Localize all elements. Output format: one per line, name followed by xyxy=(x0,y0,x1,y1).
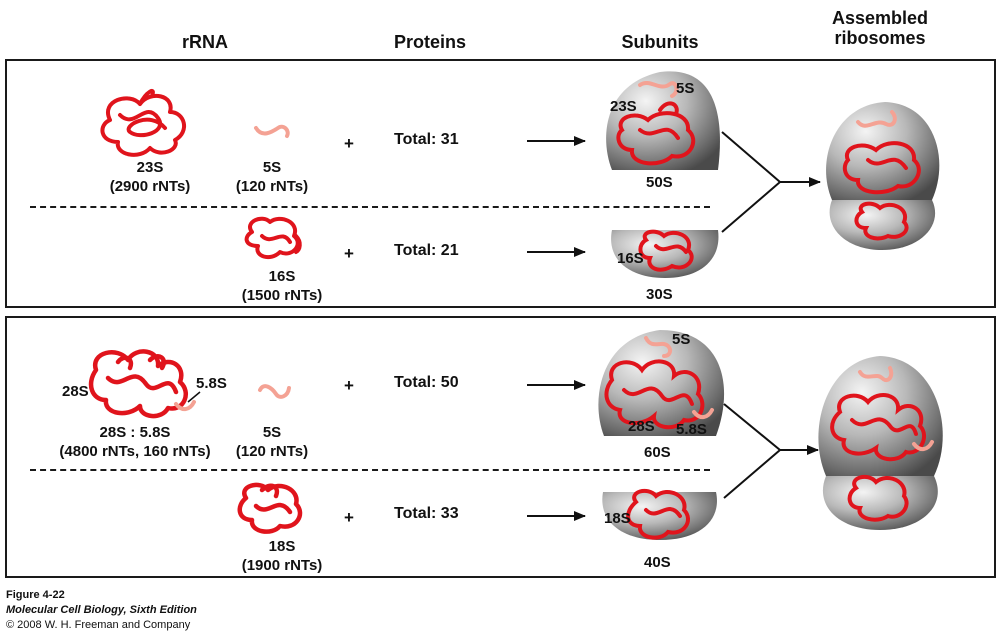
plus-sign: + xyxy=(344,244,354,263)
pointer-5-8s xyxy=(187,391,201,403)
in-subunit-label-5s-euk: 5S xyxy=(672,331,691,348)
subunit-40s xyxy=(602,488,717,540)
assembled-ribosome-eukaryote xyxy=(818,356,943,530)
in-subunit-label-28s: 28S xyxy=(628,418,655,435)
rrna-5-8s-inline-label: 5.8S xyxy=(196,375,227,392)
rrna-5s-size: (120 rNTs) xyxy=(235,178,309,195)
assembled-ribosome-prokaryote xyxy=(826,102,940,250)
book-title: Molecular Cell Biology, Sixth Edition xyxy=(6,604,197,616)
rrna-16s-squiggle xyxy=(244,216,302,260)
subunit-60s-label: 60S xyxy=(644,444,671,461)
rrna-28s-squiggle xyxy=(88,349,188,419)
header-subunits: Subunits xyxy=(621,32,699,52)
subunit-30s-label: 30S xyxy=(646,286,673,303)
rrna-28s-inline-label: 28S xyxy=(62,383,89,400)
header-proteins: Proteins xyxy=(393,32,467,52)
subunit-30s xyxy=(611,229,719,278)
proteins-total-small-prok: Total: 21 xyxy=(394,242,459,259)
subunit-60s xyxy=(598,330,725,436)
proteins-total-large-euk: Total: 50 xyxy=(394,374,459,391)
in-subunit-label-18s: 18S xyxy=(604,510,631,527)
rrna-23s-name: 23S xyxy=(136,159,164,176)
figure-number: Figure 4-22 xyxy=(6,589,65,601)
rrna-5s-euk-label: 5S (120 rNTs) xyxy=(222,423,322,461)
plus-sign: + xyxy=(344,376,354,395)
rrna-5s-euk-size: (120 rNTs) xyxy=(235,443,309,460)
subunit-50s-label: 50S xyxy=(646,174,673,191)
rrna-5s-squiggle xyxy=(254,124,290,138)
rrna-23s-label: 23S (2900 rNTs) xyxy=(90,158,210,196)
rrna-16s-size: (1500 rNTs) xyxy=(241,287,323,304)
proteins-total-large-prok: Total: 31 xyxy=(394,131,459,148)
rrna-28s-5-8s-label: 28S : 5.8S (4800 rNTs, 160 rNTs) xyxy=(40,423,230,461)
in-subunit-label-16s: 16S xyxy=(617,250,644,267)
rrna-5s-name: 5S xyxy=(262,159,282,176)
rrna-28s-5-8s-size: (4800 rNTs, 160 rNTs) xyxy=(59,443,211,460)
rrna-5-8s-hairpin xyxy=(174,400,196,411)
subunit-40s-label: 40S xyxy=(644,554,671,571)
rrna-28s-5-8s-name: 28S : 5.8S xyxy=(99,424,171,441)
merge-lines-eukaryote xyxy=(723,403,782,499)
subunit-50s xyxy=(606,71,720,170)
eukaryote-divider xyxy=(30,469,710,471)
in-subunit-label-5s: 5S xyxy=(676,80,695,97)
prokaryote-divider xyxy=(30,206,710,208)
header-rrna: rRNA xyxy=(181,32,228,52)
plus-sign: + xyxy=(344,134,354,153)
rrna-5s-squiggle-euk xyxy=(258,384,291,399)
header-assembled-ribosomes: Assembled ribosomes xyxy=(831,8,929,48)
rrna-23s-size: (2900 rNTs) xyxy=(109,178,191,195)
rrna-16s-name: 16S xyxy=(268,268,296,285)
in-subunit-label-5-8s: 5.8S xyxy=(676,421,707,438)
plus-sign: + xyxy=(344,508,354,527)
rrna-5s-euk-name: 5S xyxy=(262,424,282,441)
in-subunit-label-23s: 23S xyxy=(610,98,637,115)
merge-lines-prokaryote xyxy=(721,131,782,233)
rrna-23s-squiggle xyxy=(100,88,186,157)
rrna-16s-label: 16S (1500 rNTs) xyxy=(222,267,342,305)
proteins-total-small-euk: Total: 33 xyxy=(394,505,459,522)
rrna-18s-squiggle xyxy=(237,482,303,534)
rrna-5s-label: 5S (120 rNTs) xyxy=(222,158,322,196)
rrna-18s-size: (1900 rNTs) xyxy=(241,557,323,574)
rrna-18s-label: 18S (1900 rNTs) xyxy=(222,537,342,575)
rrna-18s-name: 18S xyxy=(268,538,296,555)
copyright: © 2008 W. H. Freeman and Company xyxy=(6,619,191,631)
